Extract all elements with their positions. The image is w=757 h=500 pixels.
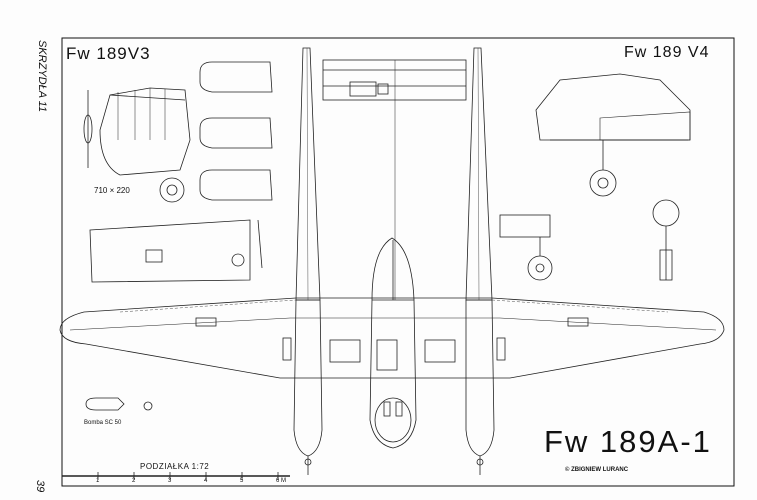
page-number: 39	[34, 480, 46, 493]
v4-side-view	[535, 73, 691, 197]
landing-gear-details	[499, 199, 680, 281]
scale-tick: 5	[240, 478, 244, 484]
wheel-dimension-label: 710 × 220	[94, 186, 130, 195]
wing-section-detail	[89, 219, 263, 283]
scale-tick: 1	[96, 478, 100, 484]
scale-bar	[62, 472, 290, 480]
scale-tick: 3	[168, 478, 172, 484]
scale-tick: 6 M	[276, 478, 287, 484]
scale-tick: 2	[132, 478, 136, 484]
copyright-label: © ZBIGNIEW LURANC	[565, 467, 629, 473]
central-nacelle	[371, 237, 415, 301]
cockpit-gondola-top-view	[369, 299, 417, 449]
v3-side-view	[83, 87, 191, 203]
magazine-title: SKRZYDŁA 11	[36, 40, 48, 113]
title-v3: Fw 189V3	[66, 44, 151, 63]
scale-label: PODZIAŁKA 1:72	[140, 462, 210, 471]
bomb-sc50-drawing	[85, 397, 153, 411]
engine-cowling-views	[199, 61, 273, 201]
tailplane-top-view	[322, 59, 467, 300]
title-v4: Fw 189 V4	[624, 44, 710, 61]
engine-nacelles	[293, 299, 495, 475]
title-main: Fw 189A-1	[544, 424, 712, 459]
scale-tick: 4	[204, 478, 208, 484]
bomb-label: Bomba SC 50	[84, 420, 122, 426]
main-wing	[59, 297, 725, 379]
